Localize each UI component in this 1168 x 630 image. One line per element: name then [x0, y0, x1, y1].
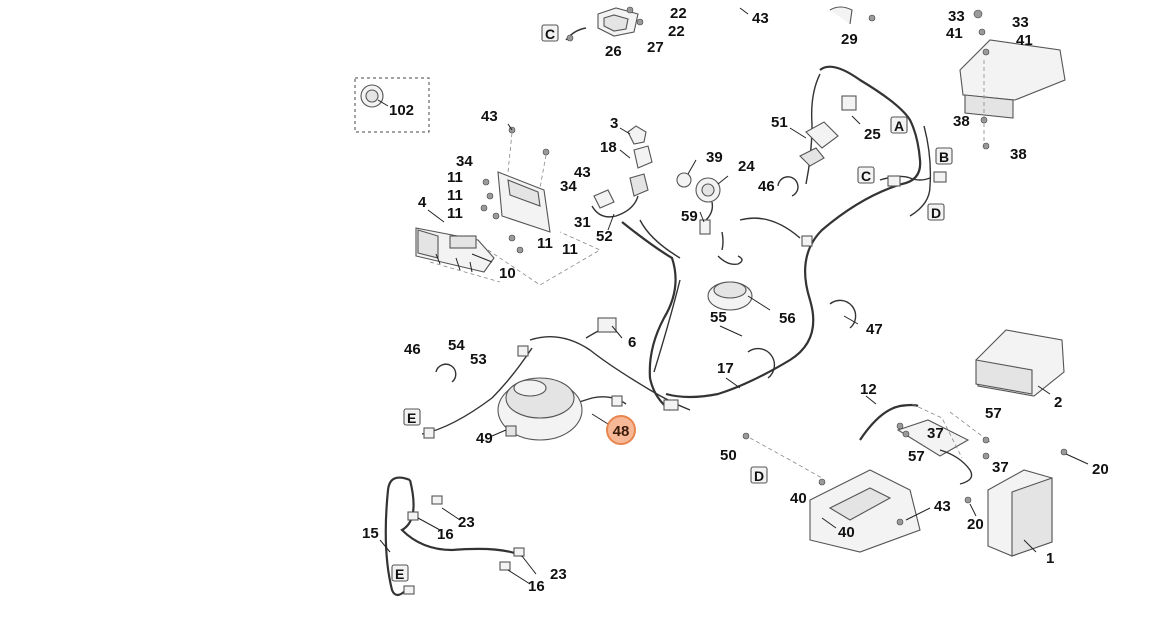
part-label[interactable]: 33 [1012, 14, 1029, 31]
part-label[interactable]: 37 [927, 425, 944, 442]
part-label[interactable]: 49 [476, 430, 493, 447]
part-label[interactable]: 18 [600, 139, 617, 156]
part-label[interactable]: 11 [562, 241, 578, 258]
part-label[interactable]: 27 [647, 39, 664, 56]
part-label[interactable]: 26 [605, 43, 622, 60]
part-label[interactable]: 25 [864, 126, 881, 143]
part-label[interactable]: 38 [1010, 146, 1027, 163]
part-label[interactable]: 39 [706, 149, 723, 166]
part-label[interactable]: 43 [574, 164, 591, 181]
part-label[interactable]: 53 [470, 351, 487, 368]
part-label[interactable]: 59 [681, 208, 698, 225]
connector-ref-box [890, 116, 908, 134]
part-label[interactable]: 11 [447, 205, 463, 222]
connector-ref-box [403, 408, 421, 426]
part-label[interactable]: 12 [860, 381, 877, 398]
part-label[interactable]: 2 [1054, 394, 1062, 411]
part-label[interactable]: 50 [720, 447, 737, 464]
part-label[interactable]: 10 [499, 265, 516, 282]
top-parts [565, 6, 1066, 150]
connector-ref-label: D [931, 205, 941, 221]
part-label[interactable]: 46 [404, 341, 421, 358]
part-label[interactable]: 34 [456, 153, 473, 170]
part-label[interactable]: 24 [738, 158, 755, 175]
part-label[interactable]: 31 [574, 214, 591, 231]
connector-ref-label: E [395, 566, 404, 582]
control-module-assembly [354, 77, 601, 286]
part-label[interactable]: 11 [537, 235, 553, 252]
part-label[interactable]: 43 [934, 498, 951, 515]
part-label[interactable]: 41 [1016, 32, 1033, 49]
part-label[interactable]: 6 [628, 334, 636, 351]
part-label[interactable]: 1 [1046, 550, 1054, 567]
part-label[interactable]: 56 [779, 310, 796, 327]
part-label[interactable]: 57 [985, 405, 1002, 422]
connector-ref-label: C [861, 168, 871, 184]
highlighted-part-label[interactable]: 48 [613, 423, 630, 440]
part-label[interactable]: 102 [389, 102, 414, 119]
part-label[interactable]: 16 [437, 526, 454, 543]
part-label[interactable]: 38 [953, 113, 970, 130]
part-label[interactable]: 43 [481, 108, 498, 125]
part-label[interactable]: 52 [596, 228, 613, 245]
connector-ref-box [857, 166, 875, 184]
part-label[interactable]: 29 [841, 31, 858, 48]
part-label[interactable]: 37 [992, 459, 1009, 476]
part-label[interactable]: 23 [458, 514, 475, 531]
connector-ref-box [927, 203, 945, 221]
leader-lines [379, 115, 1089, 585]
part-label[interactable]: 20 [967, 516, 984, 533]
connector-ref-label: D [754, 468, 764, 484]
part-label[interactable]: 46 [758, 178, 775, 195]
part-label[interactable]: 22 [670, 5, 687, 22]
part-label[interactable]: 4 [418, 194, 427, 211]
connector-ref-box [391, 564, 409, 582]
lower-harness [384, 476, 525, 597]
part-label[interactable]: 11 [447, 169, 463, 186]
part-label[interactable]: 15 [362, 525, 379, 542]
part-label[interactable]: 43 [752, 10, 769, 27]
part-label[interactable]: 20 [1092, 461, 1109, 478]
part-label[interactable]: 3 [610, 115, 618, 132]
part-label[interactable]: 54 [448, 337, 465, 354]
part-label[interactable]: 51 [771, 114, 788, 131]
part-label[interactable]: 57 [908, 448, 925, 465]
connector-references: C A B C D E D E [391, 24, 953, 582]
part-label[interactable]: 11 [447, 187, 463, 204]
part-label[interactable]: 17 [717, 360, 734, 377]
main-wiring-harness [421, 65, 947, 439]
part-label[interactable]: 40 [838, 524, 855, 541]
connector-ref-box [541, 24, 559, 42]
highlight-circle[interactable] [606, 415, 636, 445]
connector-ref-box [750, 466, 768, 484]
part-label[interactable]: 40 [790, 490, 807, 507]
part-labels: 102 43 3 18 39 24 51 25 46 34 43 34 11 1… [362, 5, 1109, 595]
connector-ref-label: E [407, 410, 416, 426]
pto-clutch-assembly [497, 377, 583, 441]
battery-area [742, 329, 1068, 557]
part-label[interactable]: 23 [550, 566, 567, 583]
sensor-magnet [707, 255, 753, 311]
part-label[interactable]: 22 [668, 23, 685, 40]
part-label[interactable]: 34 [560, 178, 577, 195]
connector-ref-label: A [894, 118, 904, 134]
connector-ref-label: B [939, 149, 949, 165]
highlight-marker[interactable]: 48 [606, 415, 636, 445]
part-label[interactable]: 33 [948, 8, 965, 25]
connector-ref-box [935, 147, 953, 165]
part-label[interactable]: 47 [866, 321, 883, 338]
connector-ref-label: C [545, 26, 555, 42]
part-label[interactable]: 41 [946, 25, 963, 42]
part-label[interactable]: 16 [528, 578, 545, 595]
part-label[interactable]: 55 [710, 309, 727, 326]
retaining-rings [435, 176, 857, 383]
ignition-and-switches [591, 125, 721, 235]
